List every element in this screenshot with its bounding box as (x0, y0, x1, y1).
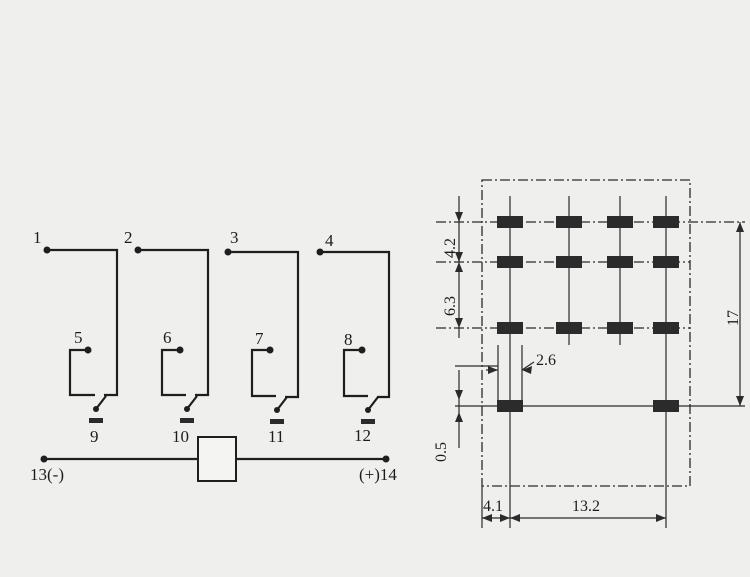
pad (607, 216, 633, 228)
dimension-label: 4.1 (483, 498, 503, 515)
arrowhead (500, 514, 510, 522)
dimension-label: 6.3 (442, 296, 459, 316)
pad (653, 322, 679, 334)
arrowhead (482, 514, 492, 522)
pad (653, 400, 679, 412)
arrowhead (455, 412, 463, 422)
dimension-label: 13.2 (572, 498, 600, 515)
arrowhead (455, 212, 463, 222)
arrowhead (736, 396, 744, 406)
pad (556, 256, 582, 268)
nc-wire (160, 348, 186, 397)
terminal-label: 12 (354, 426, 371, 445)
arrowhead (488, 366, 498, 374)
dimension-label: 4.2 (442, 238, 459, 258)
switch-blade (367, 396, 379, 411)
pad (497, 256, 523, 268)
dimension-label: 17 (725, 310, 742, 326)
arrowhead (455, 318, 463, 328)
arrowhead (522, 366, 532, 374)
common-wire (47, 248, 119, 397)
arrowhead (455, 390, 463, 400)
arrowhead (736, 222, 744, 232)
terminal-label: 5 (74, 328, 83, 347)
terminal-label: 3 (230, 228, 239, 247)
terminal-label: 1 (33, 228, 42, 247)
coil-negative-label: 13(-) (30, 465, 64, 484)
package-outline (481, 179, 691, 487)
pad-row-1 (497, 216, 679, 228)
common-wire (138, 248, 210, 397)
arrowhead (455, 252, 463, 262)
common-wire (228, 250, 300, 399)
no-terminal-bar (270, 419, 284, 424)
no-terminal-bar (361, 419, 375, 424)
pad-row-2 (497, 256, 679, 268)
arrowhead (455, 262, 463, 272)
common-wire (320, 250, 391, 399)
pad (653, 256, 679, 268)
switch-blade (276, 396, 288, 411)
dimension-label: 2.6 (536, 352, 556, 369)
arrowhead (656, 514, 666, 522)
terminal-label: 7 (255, 329, 264, 348)
schematic: 1 5 9 2 6 10 3 7 11 (30, 228, 397, 484)
nc-wire (342, 348, 368, 398)
coil-box (197, 436, 237, 482)
pad (497, 322, 523, 334)
no-terminal-bar (180, 418, 194, 423)
pad (607, 322, 633, 334)
relay-contact-1: 1 5 9 (33, 228, 119, 446)
dimension-label: 0.5 (433, 442, 450, 462)
relay-coil: 13(-) (+)14 (30, 436, 397, 484)
terminal-label: 6 (163, 328, 172, 347)
pad-row-coil (497, 400, 679, 412)
pad (556, 216, 582, 228)
terminal-label: 11 (268, 427, 284, 446)
pad (607, 256, 633, 268)
terminal-label: 10 (172, 427, 189, 446)
coil-positive-label: (+)14 (359, 465, 397, 484)
relay-contact-4: 4 8 12 (316, 231, 391, 445)
switch-blade (186, 395, 198, 410)
nc-wire (250, 348, 276, 398)
nc-wire (68, 348, 95, 397)
dimension-line (521, 361, 535, 371)
pad (653, 216, 679, 228)
pad (497, 216, 523, 228)
no-terminal-bar (89, 418, 103, 423)
terminal-label: 8 (344, 330, 353, 349)
relay-contact-2: 2 6 10 (124, 228, 210, 446)
pad-row-3 (497, 322, 679, 334)
terminal-dot (382, 455, 390, 463)
terminal-label: 2 (124, 228, 133, 247)
switch-blade (95, 395, 107, 410)
pad (497, 400, 523, 412)
relay-contact-3: 3 7 11 (224, 228, 300, 446)
pcb-layout: 4.2 6.3 0.5 2.6 17 4.1 13.2 (433, 179, 745, 528)
terminal-label: 9 (90, 427, 99, 446)
terminal-label: 4 (325, 231, 334, 250)
pad (556, 322, 582, 334)
arrowhead (510, 514, 520, 522)
